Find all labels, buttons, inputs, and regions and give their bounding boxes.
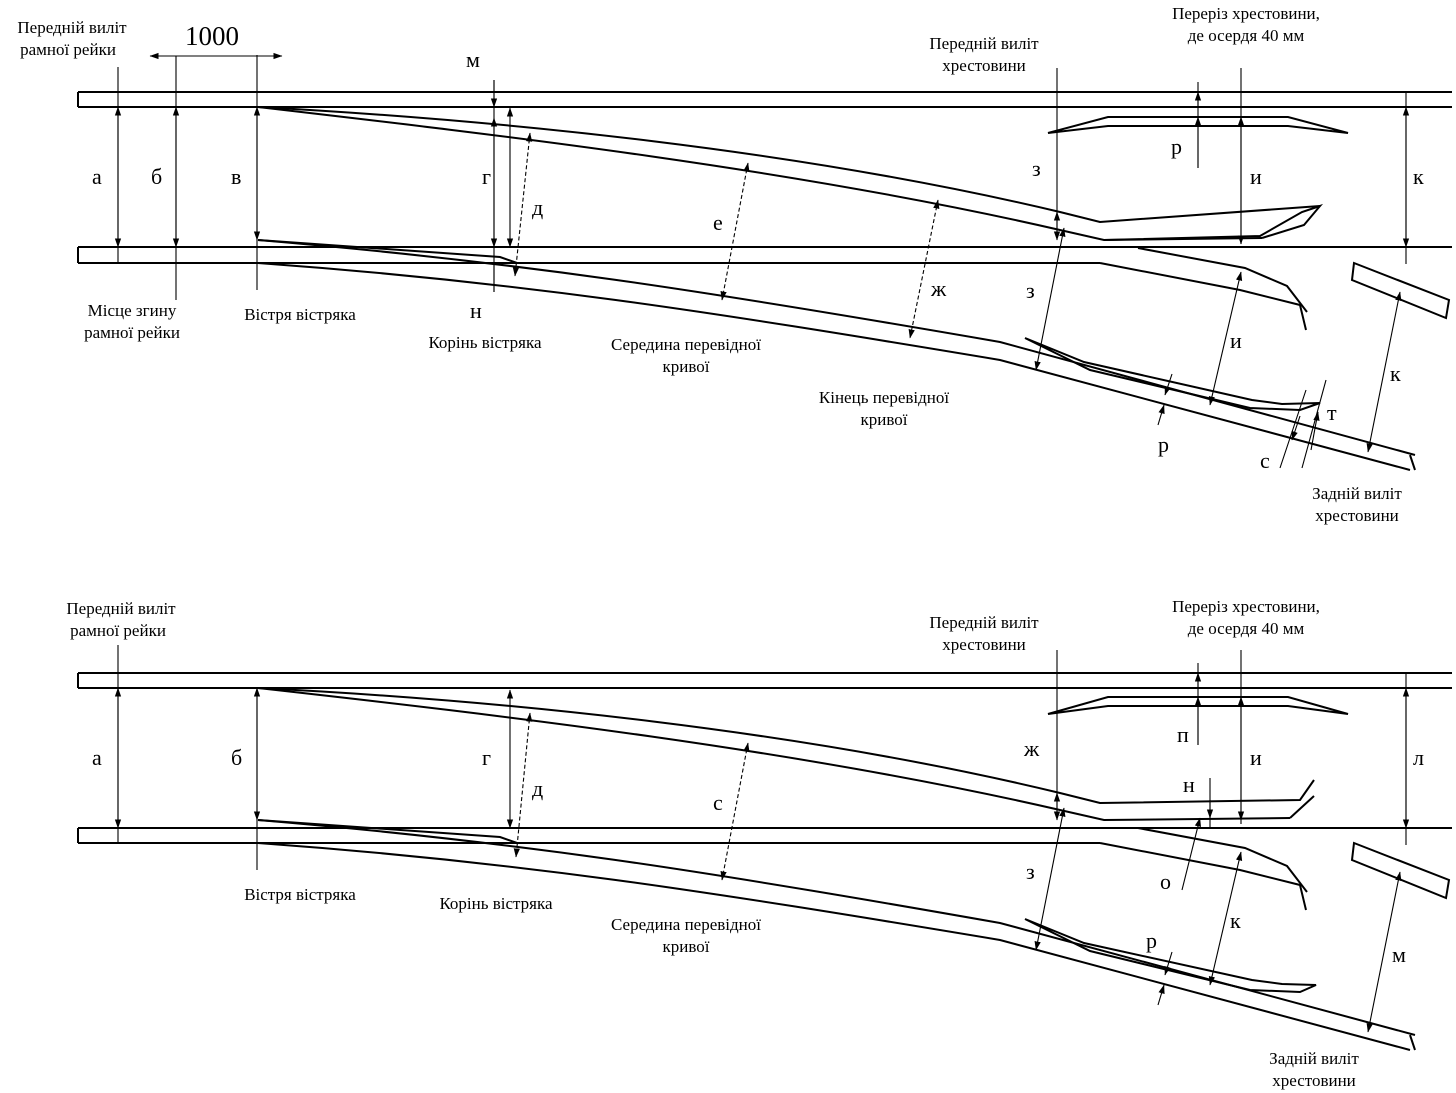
top-dimension-arrows [114, 52, 1410, 469]
top-frog-back-l2: хрестовини [1315, 506, 1399, 525]
bottom-letter-s: с [713, 790, 723, 815]
top-frog-section-l2: де осердя 40 мм [1188, 26, 1305, 45]
top-diagram: 1000 Передній виліт рамної рейки Місце з… [17, 4, 1452, 525]
top-letter-n: н [470, 298, 482, 323]
bottom-frog-section-l2: де осердя 40 мм [1188, 619, 1305, 638]
bottom-text-labels: Передній виліт рамної рейки Вістря вістр… [66, 597, 1424, 1090]
bottom-guard-rails [1024, 696, 1451, 994]
top-letter-z-up: з [1032, 156, 1041, 181]
bottom-letter-i: и [1250, 745, 1262, 770]
top-letter-z-low: з [1026, 278, 1035, 303]
bottom-letter-o: о [1160, 869, 1171, 894]
top-curve-end-l2: кривої [861, 410, 908, 429]
top-text-labels: 1000 Передній виліт рамної рейки Місце з… [17, 4, 1424, 525]
top-letter-m: м [466, 47, 480, 72]
bottom-frog-front-l1: Передній виліт [929, 613, 1039, 632]
top-letter-zh: ж [930, 276, 947, 301]
top-switch-rails [257, 106, 1416, 471]
top-letter-r-low: р [1158, 432, 1169, 457]
bottom-letter-g: г [482, 745, 491, 770]
bottom-frog-back-l2: хрестовини [1272, 1071, 1356, 1090]
bottom-letter-l: л [1413, 745, 1424, 770]
bottom-straight-rails [77, 672, 1452, 844]
top-front-frame-l1: Передній виліт [17, 18, 127, 37]
bottom-frog-section-l1: Переріз хрестовини, [1172, 597, 1320, 616]
bottom-front-frame-l1: Передній виліт [66, 599, 176, 618]
bottom-frog-back-l1: Задній виліт [1269, 1049, 1359, 1068]
top-letter-v: в [231, 164, 241, 189]
bottom-switch-rails [257, 687, 1416, 1051]
bottom-front-frame-l2: рамної рейки [70, 621, 166, 640]
top-letter-d: д [532, 195, 543, 220]
top-curve-mid-l1: Середина перевідної [611, 335, 761, 354]
top-frog-front-l1: Передній виліт [929, 34, 1039, 53]
top-letter-t: т [1327, 400, 1337, 425]
bottom-letter-p: п [1177, 722, 1189, 747]
bottom-letter-n: н [1183, 772, 1195, 797]
bottom-letter-a: а [92, 745, 102, 770]
bottom-letter-d: д [532, 776, 543, 801]
top-frog-section-l1: Переріз хрестовини, [1172, 4, 1320, 23]
bottom-point-root: Корінь вістряка [439, 894, 553, 913]
top-letter-a: а [92, 164, 102, 189]
top-curve-end-l1: Кінець перевідної [819, 388, 949, 407]
bottom-letter-b: б [231, 745, 242, 770]
bottom-curve-mid-l2: кривої [663, 937, 710, 956]
top-letter-e: е [713, 210, 723, 235]
bottom-curve-mid-l1: Середина перевідної [611, 915, 761, 934]
bottom-frog-front-l2: хрестовини [942, 635, 1026, 654]
top-bend-place-l1: Місце згину [88, 301, 177, 320]
top-curve-mid-l2: кривої [663, 357, 710, 376]
bottom-point-tip: Вістря вістряка [244, 885, 356, 904]
bottom-letter-zh: ж [1023, 736, 1040, 761]
bottom-letter-r: р [1146, 928, 1157, 953]
top-frog-back-l1: Задній виліт [1312, 484, 1402, 503]
top-letter-s: с [1260, 448, 1270, 473]
top-letter-k-up: к [1413, 164, 1424, 189]
top-point-tip: Вістря вістряка [244, 305, 356, 324]
top-dim-1000: 1000 [185, 21, 239, 51]
top-front-frame-l2: рамної рейки [20, 40, 116, 59]
top-letter-b: б [151, 164, 162, 189]
bottom-letter-m: м [1392, 942, 1406, 967]
bottom-diagram: Передній виліт рамної рейки Вістря вістр… [66, 597, 1452, 1090]
top-point-root: Корінь вістряка [428, 333, 542, 352]
bottom-letter-k: к [1230, 908, 1241, 933]
top-letter-r-up: р [1171, 134, 1182, 159]
top-straight-rails [77, 91, 1452, 264]
bottom-dimension-arrows [114, 672, 1410, 1033]
top-letter-i-up: и [1250, 164, 1262, 189]
top-bend-place-l2: рамної рейки [84, 323, 180, 342]
bottom-letter-z: з [1026, 859, 1035, 884]
top-frog-front-l2: хрестовини [942, 56, 1026, 75]
top-letter-i-low: и [1230, 328, 1242, 353]
top-letter-k-low: к [1390, 361, 1401, 386]
top-letter-g: г [482, 164, 491, 189]
bottom-reference-lines [117, 645, 1407, 870]
